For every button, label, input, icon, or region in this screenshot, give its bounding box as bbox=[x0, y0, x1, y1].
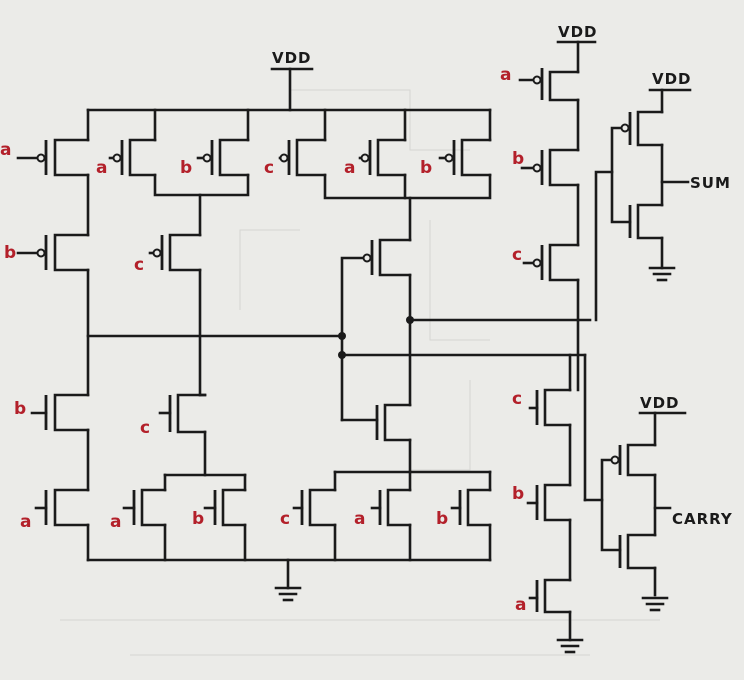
junction-dot bbox=[406, 316, 414, 324]
nmos-sum-carrybar bbox=[340, 403, 412, 442]
vdd-terminal-sum: VDD bbox=[648, 70, 692, 114]
pmos-carry-c: c bbox=[134, 233, 202, 275]
nmos-sum-b: b bbox=[436, 488, 492, 529]
sum-inverter: SUM bbox=[594, 110, 731, 322]
nmos-stack-c: c bbox=[512, 388, 572, 427]
nmos-sum-c: c bbox=[280, 488, 337, 529]
input-label-a: a bbox=[354, 509, 365, 529]
ground-symbol-stack bbox=[556, 638, 584, 654]
input-label-c: c bbox=[512, 245, 522, 265]
vdd-label-carry: VDD bbox=[640, 394, 680, 412]
vdd-label-stack: VDD bbox=[558, 23, 598, 41]
vdd-terminal-main: VDD bbox=[270, 49, 314, 112]
input-label-b: b bbox=[420, 158, 432, 178]
carry-output-label: CARRY bbox=[672, 510, 733, 528]
vdd-terminal-carry: VDD bbox=[638, 394, 687, 447]
pmos-carry-b: b bbox=[4, 233, 90, 272]
input-label-b: b bbox=[14, 399, 26, 419]
nmos-stack-b: b bbox=[512, 483, 572, 522]
input-label-a: a bbox=[20, 512, 31, 532]
input-label-c: c bbox=[264, 158, 274, 178]
input-label-c: c bbox=[140, 418, 150, 438]
input-label-c: c bbox=[512, 389, 522, 409]
pmos-carry-a2: a bbox=[96, 138, 157, 178]
sum-output-label: SUM bbox=[690, 174, 731, 192]
junction-dot bbox=[338, 351, 346, 359]
input-label-b: b bbox=[436, 509, 448, 529]
nmos-carry-a2: a bbox=[110, 488, 167, 532]
nmos-carry-a: a bbox=[20, 488, 90, 532]
pmos-sum-carrybar bbox=[340, 238, 412, 337]
nmos-sum-a: a bbox=[354, 488, 412, 529]
ground-symbol-sum bbox=[648, 266, 676, 282]
input-label-a: a bbox=[0, 140, 11, 160]
input-label-b: b bbox=[192, 509, 204, 529]
pmos-sum-c: c bbox=[264, 138, 327, 178]
input-label-a: a bbox=[344, 158, 355, 178]
input-label-a: a bbox=[515, 595, 526, 615]
pmos-sum-b: b bbox=[420, 138, 492, 178]
paper-background-pattern bbox=[60, 89, 660, 656]
vdd-label-sum: VDD bbox=[652, 70, 692, 88]
vdd-label-main: VDD bbox=[272, 49, 312, 67]
input-label-a: a bbox=[96, 158, 107, 178]
ground-symbol-carry bbox=[641, 596, 669, 612]
ground-symbol-main bbox=[274, 558, 302, 602]
nmos-carry-b: b bbox=[14, 393, 90, 432]
pmos-carry-b2: b bbox=[180, 138, 250, 178]
pmos-sum-a: a bbox=[344, 138, 407, 178]
nmos-stack-a: a bbox=[515, 578, 572, 615]
carry-inverter: CARRY bbox=[583, 443, 733, 597]
input-label-c: c bbox=[280, 509, 290, 529]
pmos-carry-a: a bbox=[0, 138, 90, 177]
vdd-terminal-stack: VDD bbox=[556, 23, 598, 74]
input-label-a: a bbox=[500, 65, 511, 85]
nmos-carry-b2: b bbox=[192, 488, 247, 529]
input-label-b: b bbox=[4, 243, 16, 263]
pmos-stack-c: c bbox=[512, 243, 580, 282]
pmos-stack-a: a bbox=[500, 65, 580, 102]
input-label-b: b bbox=[512, 484, 524, 504]
input-label-b: b bbox=[512, 149, 524, 169]
pmos-stack-b: b bbox=[512, 148, 580, 187]
nmos-carry-c: c bbox=[140, 393, 207, 438]
input-label-b: b bbox=[180, 158, 192, 178]
input-label-a: a bbox=[110, 512, 121, 532]
input-label-c: c bbox=[134, 255, 144, 275]
